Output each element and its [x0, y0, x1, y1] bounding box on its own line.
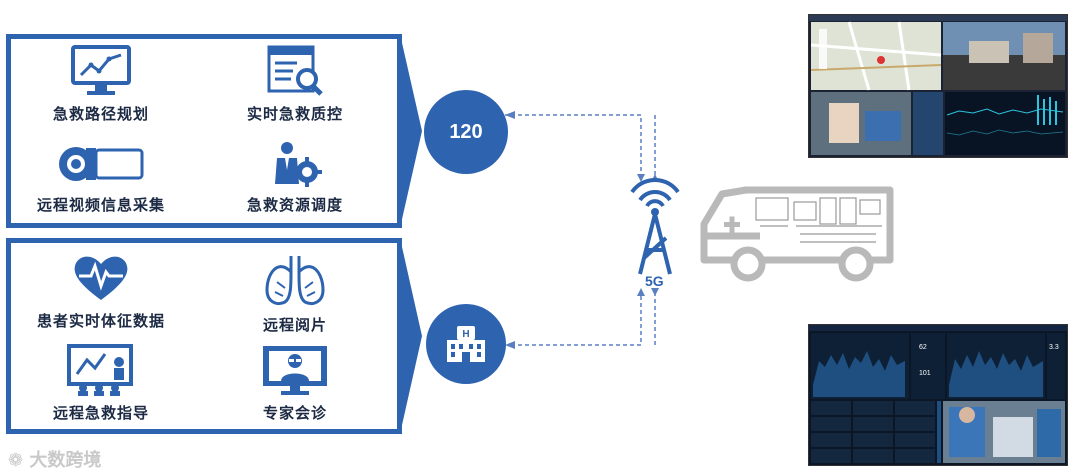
map-video-dashboard-screenshot: [808, 14, 1068, 158]
document-search-icon: [267, 45, 323, 96]
presentation-icon: [67, 344, 133, 396]
circle-120-label: 120: [449, 120, 483, 143]
lungs-icon: [265, 256, 325, 305]
vital-signs-monitor-screenshot: 62 101 3.3: [808, 324, 1068, 466]
feature-label: 急救路径规划: [52, 105, 149, 123]
top-panel-arrow: [400, 34, 422, 228]
feature-label: 远程急救指导: [52, 404, 149, 422]
feature-vital-signs: 患者实时体征数据: [16, 252, 186, 331]
person-gear-icon: [275, 142, 322, 187]
watermark-text: 大数跨境: [29, 450, 102, 471]
svg-text:62: 62: [919, 344, 927, 351]
feature-expert-consultation: 专家会诊: [210, 344, 380, 423]
tower-5g-label: 5G: [645, 273, 664, 289]
route-chart-icon: [71, 45, 131, 95]
ambulance-icon: [700, 186, 894, 282]
feature-resource-dispatch: 急救资源调度: [210, 140, 380, 215]
feature-label: 专家会诊: [262, 404, 327, 422]
svg-text:101: 101: [919, 370, 931, 377]
feature-video-collection: 远程视频信息采集: [16, 140, 186, 215]
antenna-tower-icon: [630, 178, 680, 275]
emergency-120-circle: 120: [424, 90, 508, 174]
feature-label: 患者实时体征数据: [36, 312, 165, 330]
heart-pulse-icon: [74, 256, 128, 300]
feature-label: 远程视频信息采集: [36, 196, 165, 214]
feature-quality-control: 实时急救质控: [210, 45, 380, 124]
video-camera-icon: [59, 147, 144, 181]
feature-label: 实时急救质控: [246, 105, 343, 123]
hospital-circle: H: [426, 304, 506, 384]
svg-text:3.3: 3.3: [1049, 344, 1059, 351]
doctor-monitor-icon: [263, 346, 327, 395]
watermark: ❁ 大数跨境: [8, 446, 101, 472]
bottom-panel-arrow: [400, 238, 422, 434]
feature-label: 急救资源调度: [246, 196, 343, 214]
bottom-feature-panel: [6, 238, 402, 434]
feature-label: 远程阅片: [262, 316, 327, 334]
svg-text:H: H: [462, 329, 469, 340]
feature-remote-imaging: 远程阅片: [210, 252, 380, 335]
feature-route-planning: 急救路径规划: [16, 45, 186, 124]
feature-remote-guidance: 远程急救指导: [16, 344, 186, 423]
hospital-icon: H: [447, 326, 485, 362]
watermark-logo-icon: ❁: [8, 450, 24, 471]
